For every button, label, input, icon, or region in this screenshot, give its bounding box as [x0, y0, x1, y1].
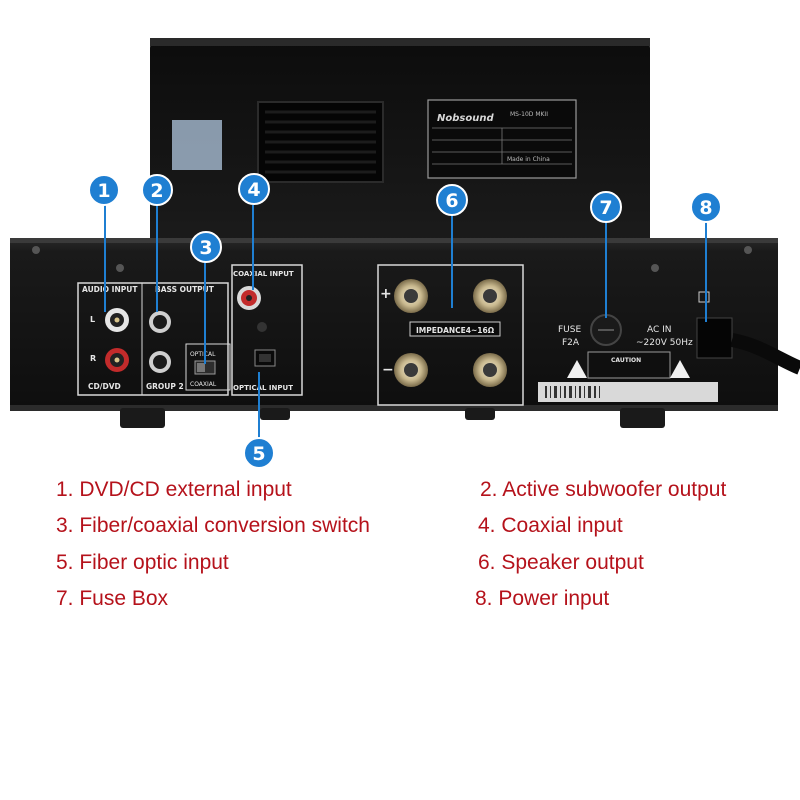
legend: 1. DVD/CD external input 2. Active subwo… [0, 470, 800, 800]
bass-output-label: BASS OUTPUT [155, 285, 215, 294]
legend-item-power-input: 8. Power input [475, 587, 610, 610]
callout-1-number: 1 [97, 180, 110, 202]
impedance-label: IMPEDANCE4~16Ω [416, 326, 495, 335]
callout-7: 7 [590, 191, 622, 223]
rca-right-jack[interactable] [105, 348, 129, 372]
group2-label: GROUP 2 [146, 382, 184, 391]
legend-item-subwoofer-output: 2. Active subwoofer output [480, 478, 727, 501]
optical-coaxial-switch[interactable]: OPTICAL COAXIAL [185, 343, 231, 391]
callout-1: 1 [88, 174, 120, 206]
speaker-output-panel: + − IMPEDANCE4~16Ω [377, 264, 524, 406]
amplifier-photo: Nobsound MS-10D MKII Made in China AUDIO… [10, 38, 800, 469]
made-in-text: Made in China [507, 156, 550, 163]
callout-8-number: 8 [699, 197, 712, 219]
fuse-label: FUSE [558, 325, 581, 335]
ac-in-label: AC IN [647, 325, 672, 335]
callout-6-number: 6 [445, 190, 458, 212]
fuse-area: FUSE F2A AC IN ~220V 50Hz CAUTION [538, 314, 718, 402]
optical-input-port[interactable] [254, 349, 276, 367]
plus-label: + [380, 286, 392, 302]
legend-item-fiber-optic-input: 5. Fiber optic input [56, 551, 229, 574]
coaxial-input-jack[interactable] [237, 286, 261, 310]
spec-plate: Nobsound MS-10D MKII Made in China [427, 99, 577, 179]
coaxial-input-label: COAXIAL INPUT [233, 270, 294, 278]
speaker-terminal-right-minus[interactable] [473, 353, 507, 387]
legend-item-coaxial-input: 4. Coaxial input [478, 514, 623, 537]
callout-lines [104, 205, 707, 440]
fuse-holder[interactable] [590, 314, 622, 346]
fuse-rating: F2A [562, 338, 580, 348]
ac-rating: ~220V 50Hz [636, 338, 693, 348]
callout-5: 5 [243, 437, 275, 469]
power-cable [696, 291, 800, 375]
speaker-terminal-left-plus[interactable] [394, 279, 428, 313]
minus-label: − [382, 362, 394, 378]
audio-input-label: AUDIO INPUT [82, 285, 138, 294]
callout-3-number: 3 [199, 237, 212, 259]
transformer-cover: Nobsound MS-10D MKII Made in China [150, 38, 650, 258]
chassis [10, 238, 778, 428]
legend-item-conversion-switch: 3. Fiber/coaxial conversion switch [56, 514, 370, 537]
digital-input-panel: COAXIAL INPUT OPTICAL INPUT [231, 264, 303, 396]
speaker-terminal-left-minus[interactable] [394, 353, 428, 387]
bass-output-jack-top[interactable] [149, 311, 171, 333]
left-label: L [90, 315, 95, 324]
callout-4: 4 [238, 173, 270, 205]
speaker-terminal-right-plus[interactable] [473, 279, 507, 313]
optical-switch-label: OPTICAL [190, 351, 216, 358]
optical-input-label: OPTICAL INPUT [233, 384, 293, 392]
legend-item-dvd-cd-input: 1. DVD/CD external input [56, 478, 292, 501]
callout-2: 2 [141, 174, 173, 206]
caution-label: CAUTION [611, 357, 641, 364]
callout-badges: 1 2 3 4 5 6 7 8 [88, 173, 722, 469]
legend-item-speaker-output: 6. Speaker output [478, 551, 644, 574]
input-output-panel: AUDIO INPUT BASS OUTPUT L R CD/DVD GROUP… [77, 282, 231, 396]
callout-3: 3 [190, 231, 222, 263]
coaxial-switch-label: COAXIAL [190, 381, 217, 388]
bass-output-jack-bottom[interactable] [149, 351, 171, 373]
callout-2-number: 2 [150, 180, 163, 202]
callout-4-number: 4 [247, 179, 260, 201]
callout-7-number: 7 [599, 197, 612, 219]
callout-5-number: 5 [252, 443, 265, 465]
brand-text: Nobsound [437, 113, 494, 124]
legend-item-fuse-box: 7. Fuse Box [56, 587, 169, 610]
right-label: R [90, 354, 96, 363]
rca-left-jack[interactable] [105, 308, 129, 332]
callout-6: 6 [436, 184, 468, 216]
callout-8: 8 [690, 191, 722, 223]
model-text: MS-10D MKII [510, 111, 548, 118]
cd-dvd-label: CD/DVD [88, 382, 121, 391]
